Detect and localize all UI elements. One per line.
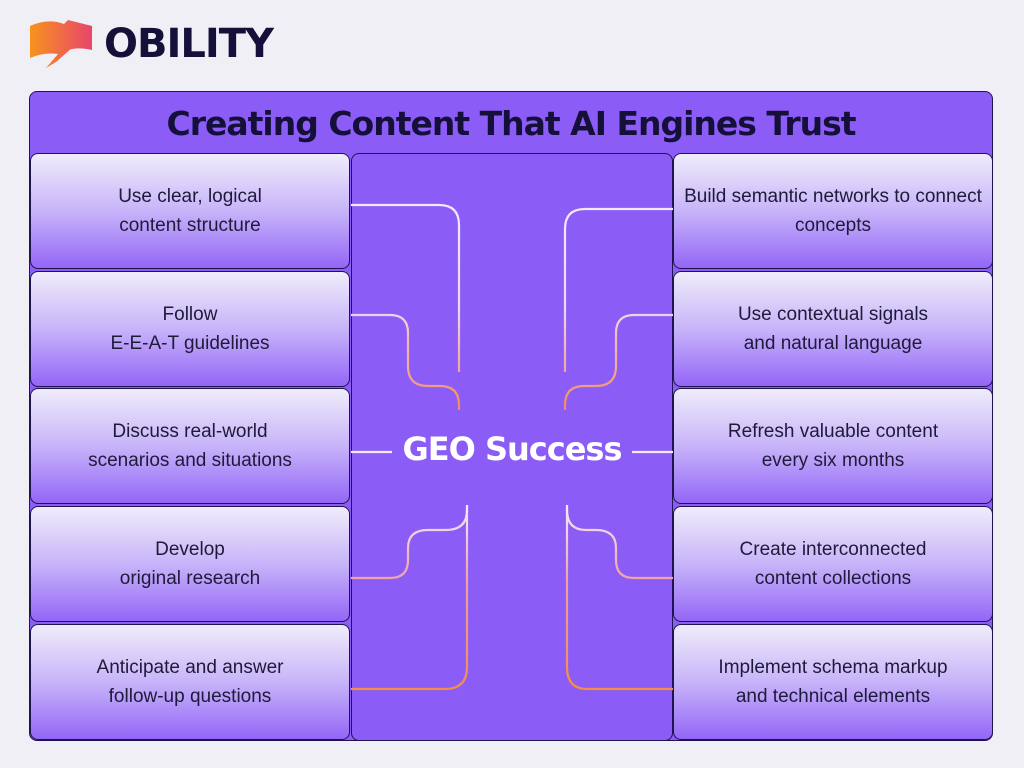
infographic-title: Creating Content That AI Engines Trust [166, 103, 856, 143]
connector-line [351, 505, 469, 580]
left-item: Follow E-E-A-T guidelines [30, 271, 350, 387]
logo-mark-icon [30, 20, 92, 68]
right-item: Use contextual signals and natural langu… [673, 271, 992, 387]
connector-line [565, 507, 673, 691]
left-item: Anticipate and answer follow-up question… [30, 624, 350, 740]
connector-line [351, 313, 461, 410]
connector-line [563, 207, 673, 372]
left-item: Develop original research [30, 506, 350, 622]
left-item: Use clear, logical content structure [30, 153, 350, 269]
brand-name: OBILITY [104, 21, 274, 67]
center-panel [351, 153, 673, 740]
right-item: Create interconnected content collection… [673, 506, 992, 622]
connector-line [565, 505, 673, 580]
infographic-frame: Creating Content That AI Engines Trust U… [29, 91, 993, 741]
connector-line [351, 507, 469, 691]
connector-line [563, 313, 673, 410]
connector-line [351, 203, 461, 372]
right-item: Build semantic networks to connect conce… [673, 153, 992, 269]
right-item: Implement schema markup and technical el… [673, 624, 992, 740]
right-item: Refresh valuable content every six month… [673, 388, 992, 504]
center-label: GEO Success [402, 430, 622, 468]
left-item: Discuss real-world scenarios and situati… [30, 388, 350, 504]
brand-logo: OBILITY [28, 18, 274, 70]
